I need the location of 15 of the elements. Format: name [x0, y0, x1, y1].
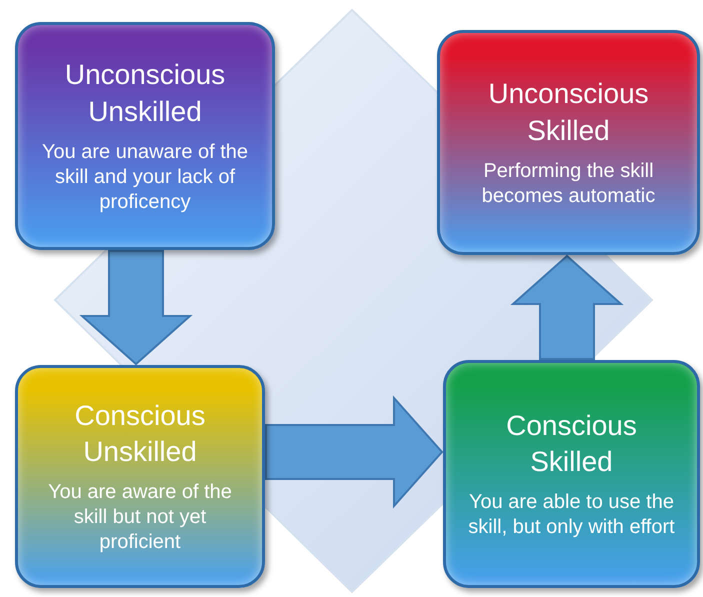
- stage-description: You are unaware of the skill and your lack of proficency: [40, 140, 250, 215]
- stage-box: [437, 30, 700, 255]
- stage-title: Unconscious Skilled: [487, 77, 650, 148]
- stage-box: [15, 22, 275, 250]
- stage-description: Performing the skill becomes automatic: [480, 158, 656, 209]
- stage-title: Unconscious Unskilled: [64, 58, 226, 128]
- stage-title: Conscious Skilled: [505, 408, 638, 479]
- stage-box: [443, 360, 700, 588]
- block-arrow: [265, 395, 444, 509]
- stage-description: You are able to use the skill, but only with effort: [467, 490, 676, 540]
- stage-box: [15, 365, 265, 588]
- stage-description: You are aware of the skill but not yet proficient: [47, 480, 233, 556]
- block-arrow: [510, 254, 624, 360]
- block-arrow: [79, 250, 193, 366]
- stage-title: Conscious Unskilled: [74, 398, 206, 469]
